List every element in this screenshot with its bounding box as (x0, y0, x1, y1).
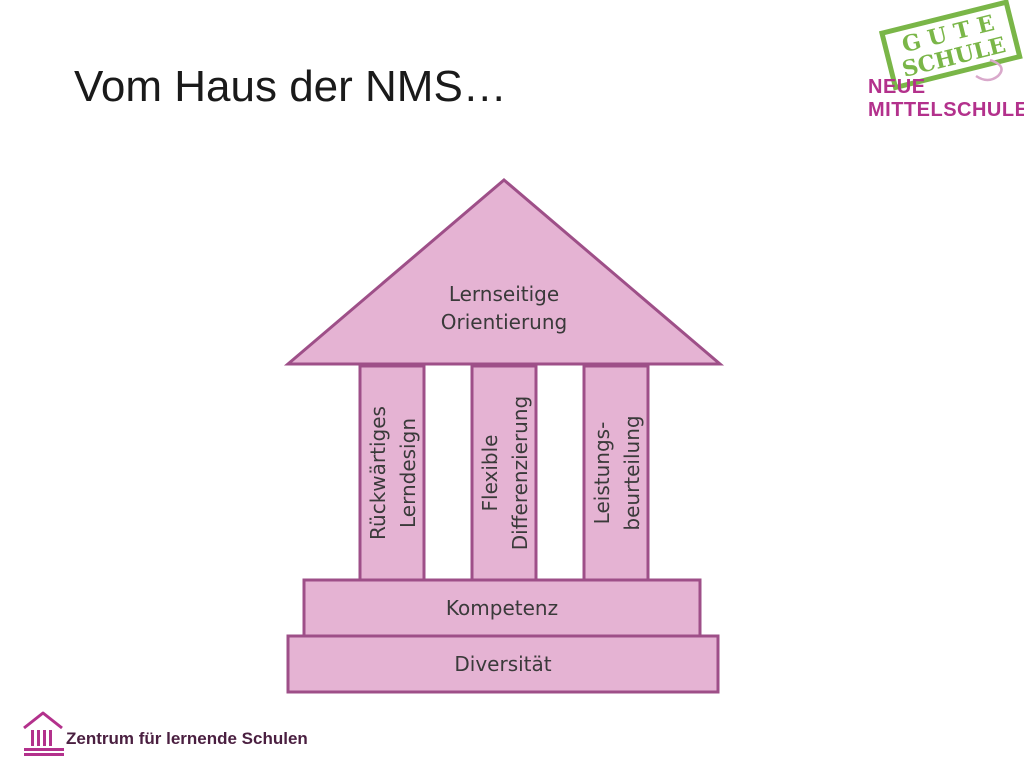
step-lower-label: Diversität (454, 652, 552, 676)
pillar-1-line2: Lerndesign (396, 418, 420, 528)
pillar-1 (358, 364, 426, 582)
stamp-frame (878, 0, 1023, 91)
school-building-icon (23, 711, 64, 756)
gute-schule-logo: G U T E SCHULE (878, 0, 1023, 91)
slide-title: Vom Haus der NMS… (74, 62, 507, 111)
step-lower (286, 634, 720, 694)
pillar-2-line1: Flexible (478, 434, 502, 512)
roof-line1: Lernseitige (448, 282, 560, 306)
step-upper-label: Kompetenz (445, 596, 559, 620)
footer-label: Zentrum für lernende Schulen (66, 729, 308, 748)
roof-label: Lernseitige Orientierung (404, 280, 604, 336)
pillar-label-1: Rückwärtiges Lerndesign (358, 363, 428, 583)
step-upper (302, 578, 702, 638)
brand-line2: MITTELSCHULE (868, 99, 1024, 121)
roof-line2: Orientierung (440, 310, 568, 334)
pillar-2-line2: Differenzierung (508, 395, 532, 551)
pillar-label-3: Leistungs- beurteilung (582, 363, 652, 583)
swoosh-icon (975, 58, 1003, 82)
roof (283, 178, 725, 366)
pillar-2 (470, 364, 538, 582)
pillar-label-2: Flexible Differenzierung (470, 363, 540, 583)
pillar-1-line1: Rückwärtiges (366, 406, 390, 540)
pillar-3-line2: beurteilung (620, 415, 644, 531)
pillar-3-line1: Leistungs- (590, 421, 614, 525)
brand-line1: NEUE (868, 76, 926, 98)
